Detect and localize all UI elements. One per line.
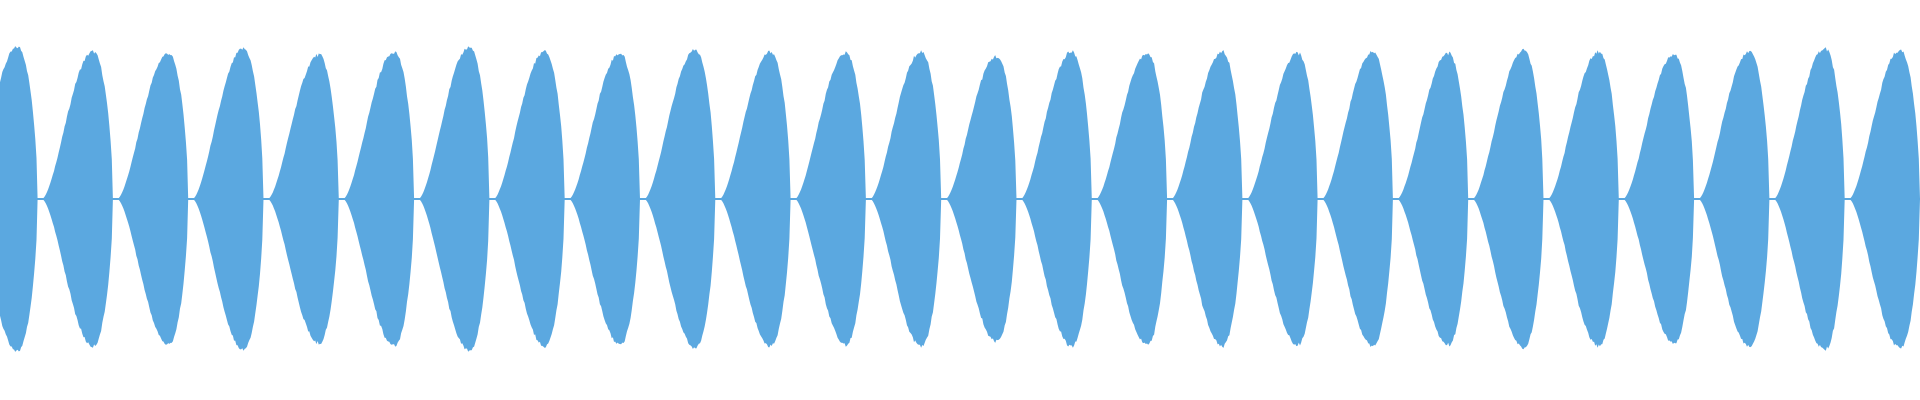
waveform-lobe (1548, 50, 1619, 348)
waveform-lobe (42, 50, 113, 348)
waveform-lobe (418, 46, 490, 352)
waveform-lobe (0, 46, 38, 352)
waveform-lobe (1021, 50, 1092, 348)
waveform-lobe (569, 53, 640, 345)
waveform-lobe (1849, 49, 1920, 349)
waveform-lobe (1322, 51, 1393, 347)
waveform-lobe (644, 49, 716, 349)
waveform-lobe (1246, 51, 1318, 347)
waveform-lobe (268, 53, 339, 345)
waveform-lobe (1472, 48, 1544, 350)
waveform-lobe (870, 50, 942, 348)
waveform-lobes (0, 46, 1920, 352)
waveform-lobe (719, 50, 791, 348)
waveform-lobe (343, 51, 415, 347)
waveform-lobe (1397, 51, 1469, 347)
waveform-lobe (493, 50, 565, 348)
waveform-lobe (1171, 50, 1243, 348)
waveform-lobe (192, 47, 264, 351)
waveform-lobe (117, 53, 189, 345)
waveform-lobe (1623, 54, 1695, 344)
waveform-lobe (1698, 50, 1770, 348)
waveform-lobe (1773, 47, 1845, 351)
waveform-lobe (945, 55, 1017, 343)
waveform-lobe (1096, 53, 1168, 345)
waveform-lobe (795, 51, 866, 347)
